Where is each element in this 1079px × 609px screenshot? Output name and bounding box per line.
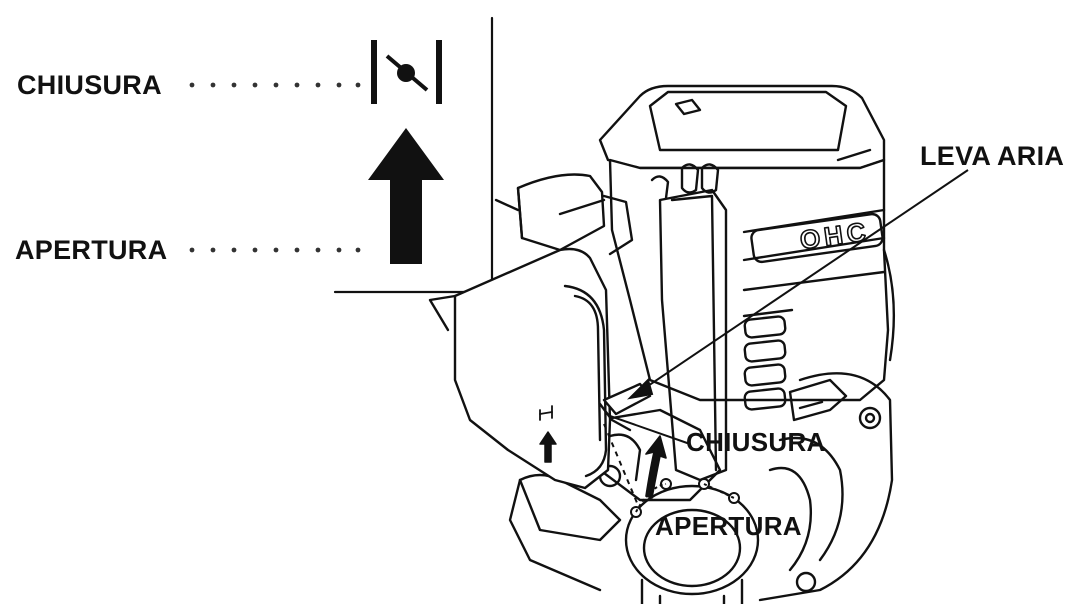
linkage-dots (630, 478, 740, 518)
choke-closed-icon (371, 40, 442, 104)
dotted-leaders (189, 82, 361, 253)
lever-motion-arrow-icon (645, 435, 667, 499)
label-lever-closed: CHIUSURA (686, 427, 826, 457)
label-closed-inset: CHIUSURA (17, 70, 162, 100)
engine-lower (508, 372, 894, 606)
engine-head: OHC (598, 84, 896, 482)
label-open-inset: APERTURA (15, 235, 168, 265)
cover-arrow-icon (539, 431, 557, 463)
label-choke-lever: LEVA ARIA (920, 141, 1065, 171)
label-lever-open: APERTURA (655, 511, 802, 541)
air-filter-cover (428, 173, 634, 490)
fuel-cap (624, 484, 760, 596)
callout-lines (603, 169, 969, 511)
up-arrow-icon (368, 128, 444, 264)
